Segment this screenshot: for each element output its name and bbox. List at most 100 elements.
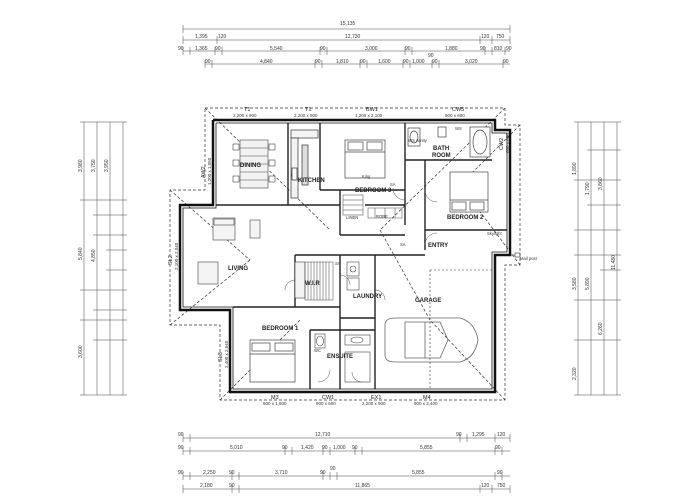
right-dim-7: 11,480 <box>611 255 617 270</box>
room-bedroom3: BEDROOM 3 <box>355 188 392 194</box>
bot-dim-r3-0: 90 <box>178 470 184 476</box>
door-swings <box>284 187 438 383</box>
bot-dim-r3-5: 90 <box>330 466 336 472</box>
top-dim-r4-3: 1,810 <box>336 59 349 65</box>
win-m4-size: 900 x 2,400 <box>414 401 438 406</box>
win-sl3-tag: SL3 <box>218 352 224 362</box>
win-t1a-tag: T1 <box>244 107 250 113</box>
top-dim-r2-4: 750 <box>496 34 505 40</box>
win-cw5-size: 900 x 600 <box>445 113 465 118</box>
bot-dim-r3-2: 90 <box>229 470 235 476</box>
right-dim-1: 1,790 <box>585 182 591 195</box>
top-dim-r3-3: 5,540 <box>270 46 283 52</box>
win-cw2-size: 600 x 600 <box>505 133 510 153</box>
win-cw2-tag: CW2 <box>499 138 505 150</box>
bot-dim-r2-0: 90 <box>178 445 184 451</box>
bedroom1-bed <box>249 339 296 383</box>
win-sl2-size: 2,100 x 2,040 <box>174 242 179 270</box>
bottom-dim-labels: 90 12,710 90 1,295 120 90 5,010 90 1,420… <box>178 432 506 489</box>
left-dim-3: 3,600 <box>78 345 84 358</box>
right-dim-6: 2,320 <box>572 367 578 380</box>
plan-notes: SA SA SA WS Skylight Mail post WS vanity… <box>314 126 538 353</box>
bottom-dimensions <box>182 434 511 493</box>
window-tags: T1 2,200 x 900 T1 2,200 x 900 BW1 1,200 … <box>168 107 510 406</box>
top-dim-r4-4: 90 <box>360 59 366 65</box>
left-dim-1: 3,750 <box>91 159 97 172</box>
left-dim-4: 4,850 <box>91 249 97 262</box>
bot-dim-r4-2: 11,865 <box>355 483 370 489</box>
win-cw1-size: 900 x 600 <box>316 401 336 406</box>
dining-furniture <box>232 139 276 189</box>
bot-dim-r2-2: 90 <box>282 445 288 451</box>
bedroom3-bed <box>344 139 386 179</box>
bathroom-fixtures <box>407 126 491 158</box>
bot-dim-r1-0: 90 <box>178 432 184 438</box>
room-kitchen: KITCHEN <box>298 178 325 184</box>
win-aw2-tag: AW2 <box>201 166 207 178</box>
win-sl2-tag: SL2 <box>168 255 174 265</box>
bot-dim-r3-6: 5,855 <box>412 470 425 476</box>
win-cw1-tag: CW1 <box>322 395 334 401</box>
wir-shelving <box>304 261 334 301</box>
room-laundry: LAUNDRY <box>353 294 382 300</box>
top-dim-r4-6: 90 <box>403 59 409 65</box>
win-m4-tag: M4 <box>423 395 431 401</box>
bot-dim-r2-1: 5,010 <box>230 445 243 451</box>
room-dining: DINING <box>240 163 261 169</box>
top-dim-r3-2: 90 <box>215 46 221 52</box>
room-bedroom2: BEDROOM 2 <box>447 215 484 221</box>
top-dim-r4-1: 4,840 <box>260 59 273 65</box>
note-sa2: SA <box>335 261 341 266</box>
right-dim-3: 3,580 <box>572 277 578 290</box>
note-skylight: Skylight <box>487 231 502 236</box>
win-m3-tag: M3 <box>271 395 279 401</box>
external-walls <box>178 118 512 394</box>
top-dim-r4-0: 90 <box>205 59 211 65</box>
bot-dim-r3-7: 90 <box>497 470 503 476</box>
top-dim-r2-2: 12,730 <box>345 34 361 40</box>
right-dim-5: 6,260 <box>598 322 604 335</box>
top-dim-r3-10: 90 <box>506 46 512 52</box>
bot-dim-r1-2: 90 <box>456 432 462 438</box>
bot-dim-r3-3: 3,710 <box>275 470 288 476</box>
top-dim-r4-2: 90 <box>315 59 321 65</box>
laundry-fixtures <box>346 261 360 291</box>
kitchen-bench <box>290 129 319 199</box>
right-dim-4: 5,890 <box>585 277 591 290</box>
top-dim-r4-7: 1,000 <box>412 59 425 65</box>
top-dim-r4-5: 1,600 <box>378 59 391 65</box>
win-aw2-size: 1,200 x 1,050 <box>207 157 212 185</box>
left-dim-labels: 3,980 3,750 5,840 3,600 4,850 3,950 <box>78 159 110 358</box>
top-dim-r4-11: 90 <box>503 59 509 65</box>
bot-dim-r2-4: 90 <box>322 445 328 451</box>
win-ex1-tag: EX1 <box>371 395 381 401</box>
top-dim-r3-5: 3,000 <box>365 46 378 52</box>
bot-dim-r2-8: 90 <box>495 445 501 451</box>
room-linen: LINEN <box>346 215 358 220</box>
bot-dim-r3-1: 2,250 <box>203 470 216 476</box>
note-wc: WC <box>314 348 321 353</box>
room-robe: ROBE <box>376 214 388 219</box>
top-dim-overall: 15,135 <box>340 21 356 27</box>
room-garage: GARAGE <box>415 298 441 304</box>
win-t1a-size: 2,200 x 900 <box>233 113 257 118</box>
win-sl3-size: 2,400 x 2,040 <box>224 340 229 368</box>
garage-car <box>384 317 479 363</box>
room-living: LIVING <box>228 266 248 272</box>
bot-dim-r2-6: 90 <box>352 445 358 451</box>
left-dim-5: 3,950 <box>104 159 110 172</box>
room-bath2: ROOM <box>432 153 451 159</box>
top-dimensions: 15,135 1,395 120 12,730 120 750 90 1,365… <box>178 21 512 68</box>
top-dim-r4-9: 90 <box>428 53 434 59</box>
top-dim-r3-7: 1,880 <box>445 46 458 52</box>
top-dim-r3-6: 90 <box>405 46 411 52</box>
bot-dim-r1-1: 12,710 <box>315 432 331 438</box>
room-ensuite: ENSUITE <box>327 354 353 360</box>
bot-dim-r3-4: 90 <box>320 470 326 476</box>
room-wir: W.I.R <box>305 281 320 287</box>
top-dim-r3-9: 810 <box>494 46 503 52</box>
win-t1b-tag: T1 <box>305 107 311 113</box>
room-bedroom1: BEDROOM 1 <box>262 326 299 332</box>
note-sa1: SA <box>400 242 406 247</box>
